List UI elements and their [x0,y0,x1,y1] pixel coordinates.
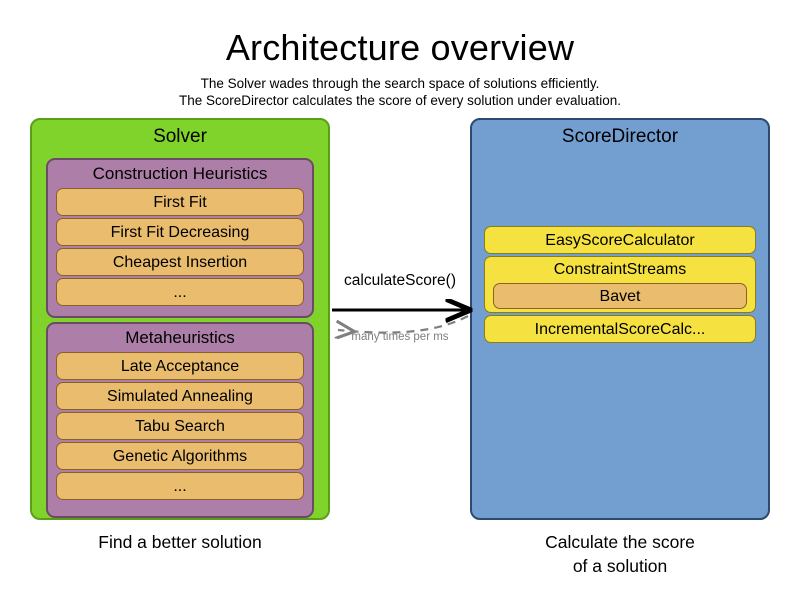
algorithm-late-acceptance[interactable]: Late Acceptance [56,352,304,380]
construction-heuristics-group: Construction Heuristics First Fit First … [46,158,314,318]
algorithm-genetic-algorithms[interactable]: Genetic Algorithms [56,442,304,470]
scoredirector-panel: ScoreDirector EasyScoreCalculator Constr… [470,118,770,520]
algorithm-tabu-search[interactable]: Tabu Search [56,412,304,440]
scoredirector-panel-title: ScoreDirector [561,126,679,147]
solver-panel-title: Solver [153,126,207,147]
page-title: Architecture overview [225,27,575,68]
calculator-constraint-streams[interactable]: ConstraintStreams Bavet [484,256,756,313]
calculator-easy-score-calculator[interactable]: EasyScoreCalculator [484,226,756,254]
algorithm-cheapest-insertion[interactable]: Cheapest Insertion [56,248,304,276]
solver-panel: Solver Construction Heuristics First Fit… [30,118,330,520]
metaheuristics-group: Metaheuristics Late Acceptance Simulated… [46,322,314,518]
algorithm-metaheuristics-more[interactable]: ... [56,472,304,500]
scoredirector-caption-line-2: of a solution [572,556,668,576]
many-times-per-ms-label: many times per ms [351,331,449,343]
metaheuristics-title: Metaheuristics [125,328,235,347]
subtitle-line-1: The Solver wades through the search spac… [200,76,600,91]
algorithm-first-fit-decreasing[interactable]: First Fit Decreasing [56,218,304,246]
calculator-bavet[interactable]: Bavet [493,283,747,309]
calculate-score-label: calculateScore() [344,272,456,289]
diagram-header: Architecture overview The Solver wades t… [0,0,800,109]
construction-heuristics-title: Construction Heuristics [92,164,268,183]
scoredirector-caption: Calculate the score of a solution [470,530,770,578]
scoredirector-caption-line-1: Calculate the score [545,532,695,552]
calculator-constraint-streams-label: ConstraintStreams [553,261,687,278]
algorithm-simulated-annealing[interactable]: Simulated Annealing [56,382,304,410]
solver-caption: Find a better solution [98,532,262,552]
algorithm-construction-more[interactable]: ... [56,278,304,306]
algorithm-first-fit[interactable]: First Fit [56,188,304,216]
subtitle-line-2: The ScoreDirector calculates the score o… [179,93,621,108]
calculator-incremental-score-calculator[interactable]: IncrementalScoreCalc... [484,315,756,343]
calculator-stack: EasyScoreCalculator ConstraintStreams Ba… [484,226,756,345]
